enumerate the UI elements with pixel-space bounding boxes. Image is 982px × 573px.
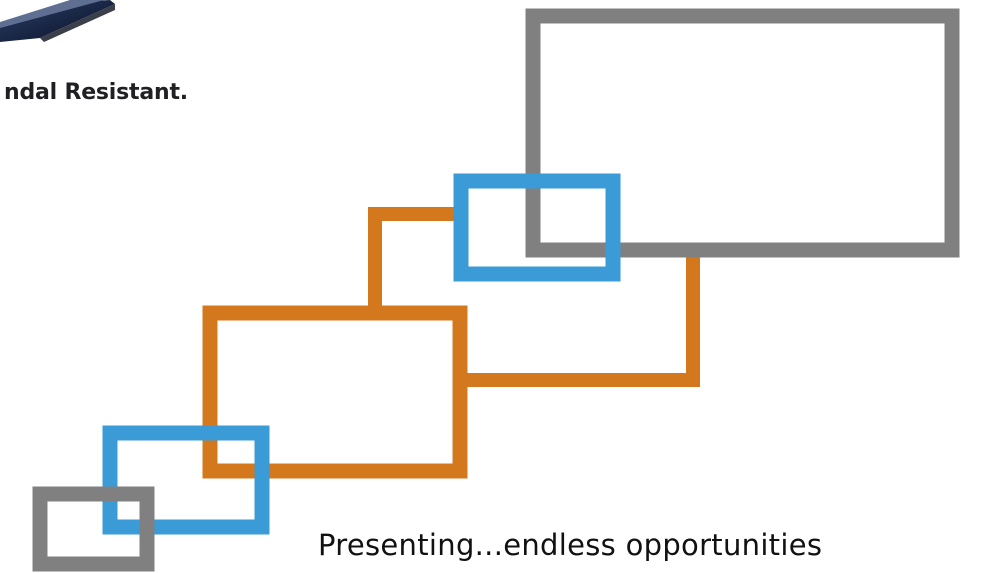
orange-frame-middle (202, 305, 468, 479)
gray-frame-small (32, 486, 155, 572)
device-edge-graphic (0, 0, 115, 42)
orange-connector-top (368, 207, 454, 306)
product-image-crop: ndal Resistant. (0, 0, 330, 152)
orange-connector-upper (464, 252, 700, 387)
blue-frame-upper (453, 173, 621, 282)
caption-text: Presenting...endless opportunities (318, 528, 823, 562)
product-tagline: ndal Resistant. (4, 80, 188, 105)
gray-frame-large (525, 8, 960, 258)
blue-frame-lower (102, 425, 270, 535)
